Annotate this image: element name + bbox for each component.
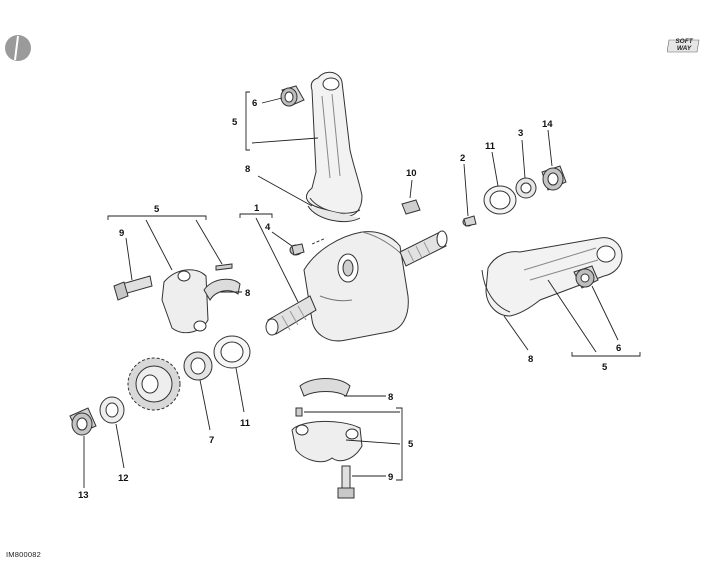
connecting-rod-right <box>481 237 623 317</box>
callout-5-top: 5 <box>232 117 238 128</box>
callouts: 5 6 8 10 2 11 3 14 5 1 4 9 8 8 6 5 8 5 9… <box>78 98 621 501</box>
callout-5-bottom: 5 <box>408 439 414 450</box>
callout-12: 12 <box>118 473 129 484</box>
cap-10 <box>401 199 421 215</box>
callout-8-top: 8 <box>245 164 250 175</box>
callout-9-bottom: 9 <box>388 472 393 483</box>
washer-3 <box>515 177 537 199</box>
dowel-pin-bottom <box>295 407 303 417</box>
callout-5-right: 5 <box>602 362 608 373</box>
washer-7 <box>183 351 213 381</box>
callout-13: 13 <box>78 490 89 501</box>
dowel-pin-left <box>215 263 233 271</box>
callout-1: 1 <box>254 203 260 214</box>
callout-6-top: 6 <box>252 98 257 109</box>
plug-4 <box>289 243 305 256</box>
bearing-shell-left <box>203 278 241 301</box>
callout-2: 2 <box>460 153 465 164</box>
callout-10: 10 <box>406 168 417 179</box>
small-end-bush-upper <box>280 85 305 107</box>
callout-8-bottom: 8 <box>388 392 393 403</box>
callout-5-left: 5 <box>154 204 160 215</box>
connecting-rod-upper <box>305 71 363 222</box>
bearing-shell-bottom <box>299 378 351 397</box>
callout-11-left: 11 <box>240 418 251 429</box>
spacer-ring-11-right <box>483 185 517 215</box>
bolt-9-left <box>113 275 153 301</box>
nut-13 <box>69 407 97 436</box>
logo-line-2: WAY <box>676 45 692 52</box>
spacer-ring-11-left <box>213 335 251 369</box>
callout-3: 3 <box>518 128 523 139</box>
logo-line-1: SOFT <box>675 38 693 45</box>
callout-8-right: 8 <box>528 354 533 365</box>
callout-7: 7 <box>209 435 214 446</box>
callout-6-right: 6 <box>616 343 621 354</box>
timing-gear <box>127 357 181 411</box>
rod-cap-bottom <box>291 420 363 463</box>
callout-9-left: 9 <box>119 228 124 239</box>
section-badge-icon <box>5 35 31 61</box>
callout-8-left: 8 <box>245 288 250 299</box>
small-end-bush-right <box>573 265 599 289</box>
nut-14 <box>541 165 567 191</box>
plug-2 <box>462 215 477 227</box>
softway-logo: SOFT WAY <box>667 38 701 54</box>
callout-11-right: 11 <box>485 141 496 152</box>
leader-lines <box>83 91 641 488</box>
rod-cap-left <box>161 269 209 334</box>
drawing-code: IM800082 <box>6 550 41 559</box>
bolt-9-bottom <box>337 465 355 499</box>
crankshaft <box>265 230 448 342</box>
callout-4: 4 <box>265 222 271 233</box>
callout-14: 14 <box>542 119 553 130</box>
washer-12 <box>99 396 125 424</box>
